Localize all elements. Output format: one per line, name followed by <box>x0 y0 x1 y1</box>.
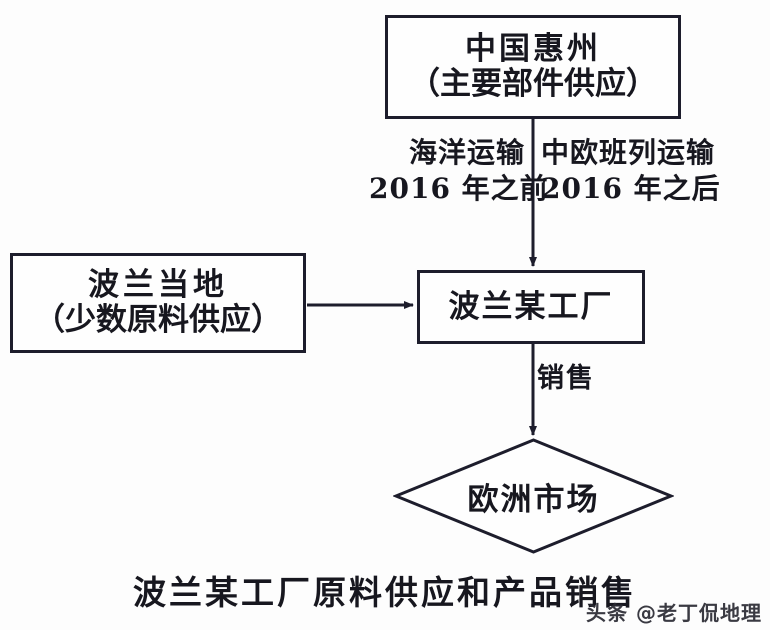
edge-label-sales: 销售 <box>537 363 595 394</box>
node-china-line2: （主要部件供应） <box>409 66 657 102</box>
edge-label-rail-transport: 中欧班列运输 2016 年之后 <box>541 135 737 207</box>
edge-label-sea-line2: 2016 年之前 <box>369 171 549 205</box>
node-poland-factory[interactable]: 波兰某工厂 <box>417 270 645 344</box>
node-poland-local[interactable]: 波兰当地 （少数原料供应） <box>10 253 306 353</box>
edge-label-sea-line1: 海洋运输 <box>408 136 525 169</box>
node-china-line1: 中国惠州 <box>465 31 601 68</box>
node-poland-local-line1: 波兰当地 <box>88 267 228 304</box>
edge-label-sea-transport: 海洋运输 2016 年之前 <box>369 135 549 207</box>
node-market-label: 欧洲市场 <box>467 481 600 518</box>
node-factory-line1: 波兰某工厂 <box>448 288 614 325</box>
watermark: 头条 @老丁侃地理 <box>586 601 762 625</box>
node-china-huizhou[interactable]: 中国惠州 （主要部件供应） <box>385 15 681 119</box>
diamond-shape <box>393 438 674 554</box>
edge-label-rail-line2: 2016 年之后 <box>541 171 721 205</box>
node-europe-market[interactable]: 欧洲市场 <box>393 437 674 555</box>
edge-label-rail-line1: 中欧班列运输 <box>541 136 716 169</box>
diagram-caption: 波兰某工厂原料供应和产品销售 <box>133 573 637 612</box>
node-poland-local-line2: （少数原料供应） <box>34 302 282 338</box>
